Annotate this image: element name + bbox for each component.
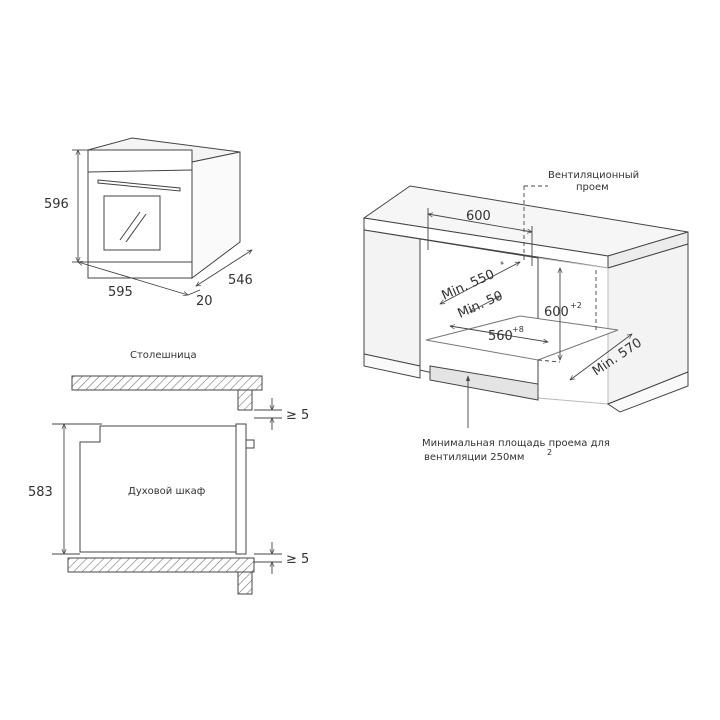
niche-width-sup: +8 (512, 325, 524, 334)
vent-label-line1: Вентиляционный (548, 170, 639, 181)
oven-door-label: 20 (196, 294, 213, 309)
bottom-note-sup: 2 (547, 448, 552, 457)
bottom-note-line1: Минимальная площадь проема для (422, 438, 610, 449)
section-cabinet-label: Духовой шкаф (128, 486, 205, 497)
cabinet-height-label: 600 (544, 305, 569, 320)
section-gap-top-label: ≥ 5 (286, 408, 309, 423)
cabinet-3d-view (362, 185, 689, 413)
oven-dimension-lines (72, 150, 252, 295)
section-dimension-lines (52, 398, 282, 574)
cabinet-depth-min-sup: * (499, 260, 506, 270)
section-gap-bottom-label: ≥ 5 (286, 552, 309, 567)
cabinet-height-sup: +2 (570, 301, 582, 310)
oven-width-label: 595 (108, 285, 133, 300)
cabinet-width-label: 600 (466, 209, 491, 224)
vent-guide-lines (523, 185, 597, 363)
oven-3d-view (87, 137, 241, 279)
vent-label-line2: проем (576, 182, 609, 193)
section-height-label: 583 (28, 485, 53, 500)
niche-width-label: 560 (488, 329, 513, 344)
cabinet-height-group: 600 +2 (544, 301, 582, 320)
oven-depth-label: 546 (228, 273, 253, 288)
section-view (67, 375, 263, 595)
oven-height-label: 596 (44, 197, 69, 212)
niche-width-group: 560 +8 (488, 325, 524, 344)
countertop-label: Столешница (130, 350, 197, 361)
cabinet-dimension-lines (428, 208, 632, 380)
bottom-note-line2: вентиляции 250мм (424, 452, 524, 463)
